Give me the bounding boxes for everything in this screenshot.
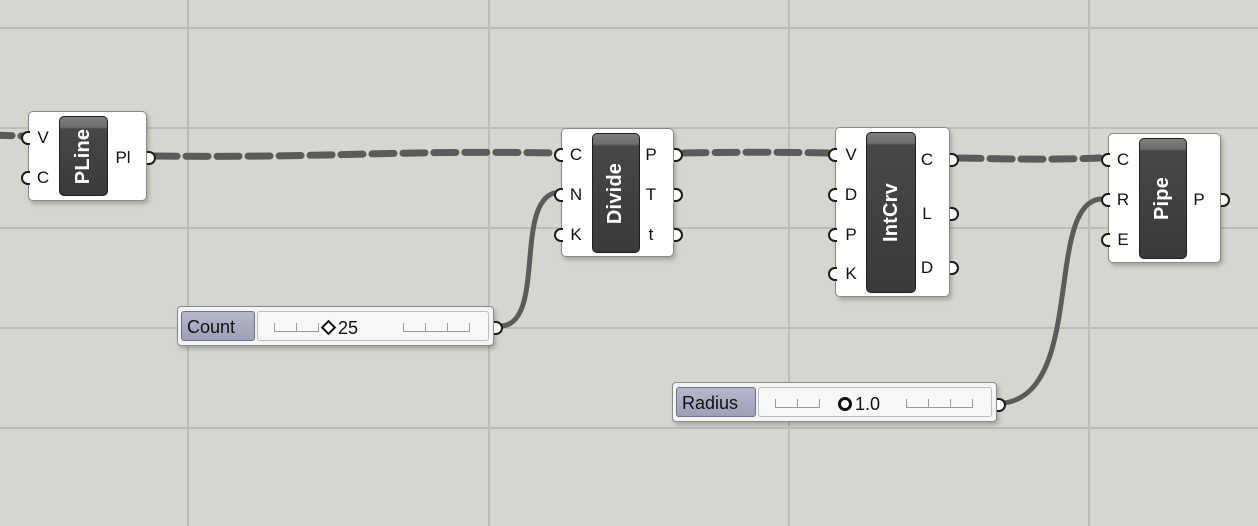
count-slider-value: 25 — [338, 318, 359, 338]
intcrv-output-l-label: L — [922, 204, 932, 223]
intcrv-input-d-port[interactable] — [828, 188, 837, 202]
slider-tick — [819, 399, 820, 408]
intcrv-output-c-label: C — [920, 150, 934, 169]
slider-tick — [403, 323, 404, 332]
radius-slider-grip-circle-icon[interactable] — [838, 397, 852, 411]
slider-tick — [318, 323, 319, 332]
count-slider-label: Count — [181, 311, 255, 341]
divide-input-k-label: K — [570, 225, 582, 244]
wire-radius-to-pipe[interactable] — [1001, 196, 1103, 406]
intcrv-input-d-label: D — [844, 185, 858, 204]
wire-divide-to-intcrv[interactable] — [680, 148, 832, 157]
slider-tick — [928, 399, 929, 408]
pline-input-v-label: V — [37, 128, 49, 147]
wire-pline-to-divide[interactable] — [151, 148, 557, 160]
wire-count-to-divide[interactable] — [499, 190, 557, 329]
grid-line — [488, 0, 490, 526]
slider-tick-base — [906, 407, 972, 408]
slider-tick — [972, 399, 973, 408]
divide-output-t-lower-label: t — [648, 225, 654, 244]
count-slider-output-port[interactable] — [494, 321, 503, 335]
grid-line — [0, 27, 1258, 29]
count-slider-grip-diamond-icon[interactable] — [320, 319, 337, 336]
divide-input-n-label: N — [569, 185, 583, 204]
pline-input-c-label: C — [36, 168, 50, 187]
pipe-component-body[interactable]: Pipe — [1139, 138, 1187, 259]
intcrv-input-v-port[interactable] — [828, 148, 837, 162]
pipe-output-p-label: P — [1193, 190, 1205, 209]
pipe-input-c-port[interactable] — [1101, 153, 1110, 167]
slider-tick — [296, 323, 297, 332]
radius-slider-output-port[interactable] — [997, 398, 1006, 412]
slider-tick — [797, 399, 798, 408]
divide-input-c-label: C — [569, 145, 583, 164]
slider-tick — [447, 323, 448, 332]
intcrv-input-v-label: V — [845, 145, 857, 164]
slider-tick — [775, 399, 776, 408]
divide-output-t-lower-port[interactable] — [674, 228, 683, 242]
intcrv-input-p-label: P — [845, 225, 857, 244]
pline-component[interactable]: PLine V C Pl — [28, 111, 147, 201]
pipe-component-title: Pipe — [1151, 176, 1174, 221]
slider-tick — [469, 323, 470, 332]
intcrv-input-k-port[interactable] — [828, 267, 837, 281]
divide-output-p-port[interactable] — [674, 148, 683, 162]
slider-tick — [906, 399, 907, 408]
intcrv-output-d-port[interactable] — [950, 261, 959, 275]
divide-input-k-port[interactable] — [554, 228, 563, 242]
slider-tick — [950, 399, 951, 408]
divide-output-p-label: P — [645, 145, 657, 164]
divide-component-body[interactable]: Divide — [592, 133, 640, 253]
pline-output-pl-label: Pl — [115, 148, 131, 167]
divide-component[interactable]: Divide C N K P T t — [561, 128, 674, 257]
radius-slider-value: 1.0 — [855, 394, 881, 414]
divide-output-t-port[interactable] — [674, 188, 683, 202]
pipe-input-e-port[interactable] — [1101, 233, 1110, 247]
count-slider-track[interactable]: 25 — [257, 311, 489, 341]
radius-slider-label: Radius — [676, 387, 756, 417]
grid-line — [0, 427, 1258, 429]
intcrv-output-c-port[interactable] — [950, 153, 959, 167]
pline-input-v-port[interactable] — [21, 131, 30, 145]
pipe-output-p-port[interactable] — [1221, 193, 1230, 207]
pipe-input-r-label: R — [1116, 190, 1130, 209]
pline-input-c-port[interactable] — [21, 171, 30, 185]
divide-output-t-label: T — [645, 185, 657, 204]
slider-tick-base — [274, 331, 318, 332]
intcrv-input-k-label: K — [845, 264, 857, 283]
intcrv-output-l-port[interactable] — [950, 207, 959, 221]
intcrv-component-body[interactable]: IntCrv — [866, 132, 916, 293]
pipe-input-r-port[interactable] — [1101, 193, 1110, 207]
intcrv-output-d-label: D — [920, 258, 934, 277]
slider-tick-base — [775, 407, 819, 408]
grid-line — [788, 0, 790, 526]
intcrv-input-p-port[interactable] — [828, 228, 837, 242]
grid-line — [187, 0, 189, 526]
wire-intcrv-to-pipe[interactable] — [955, 154, 1104, 163]
divide-input-c-port[interactable] — [554, 148, 563, 162]
grid-line — [1088, 0, 1090, 526]
pipe-input-c-label: C — [1116, 150, 1130, 169]
pipe-component[interactable]: Pipe C R E P — [1108, 133, 1221, 263]
radius-slider[interactable]: Radius 1.0 — [672, 382, 997, 422]
pline-component-body[interactable]: PLine — [59, 116, 108, 196]
divide-input-n-port[interactable] — [554, 188, 563, 202]
intcrv-component-title: IntCrv — [879, 183, 902, 242]
intcrv-component[interactable]: IntCrv V D P K C L D — [835, 127, 950, 297]
grid-line — [0, 327, 1258, 329]
divide-component-title: Divide — [604, 162, 627, 224]
radius-slider-track[interactable]: 1.0 — [758, 387, 992, 417]
pline-component-title: PLine — [72, 128, 95, 184]
slider-tick — [274, 323, 275, 332]
slider-tick-base — [403, 331, 469, 332]
slider-tick — [425, 323, 426, 332]
pline-output-pl-port[interactable] — [147, 151, 156, 165]
pipe-input-e-label: E — [1117, 230, 1129, 249]
count-slider[interactable]: Count 25 — [177, 306, 494, 346]
wire-offscreen-to-pline[interactable] — [0, 131, 26, 140]
